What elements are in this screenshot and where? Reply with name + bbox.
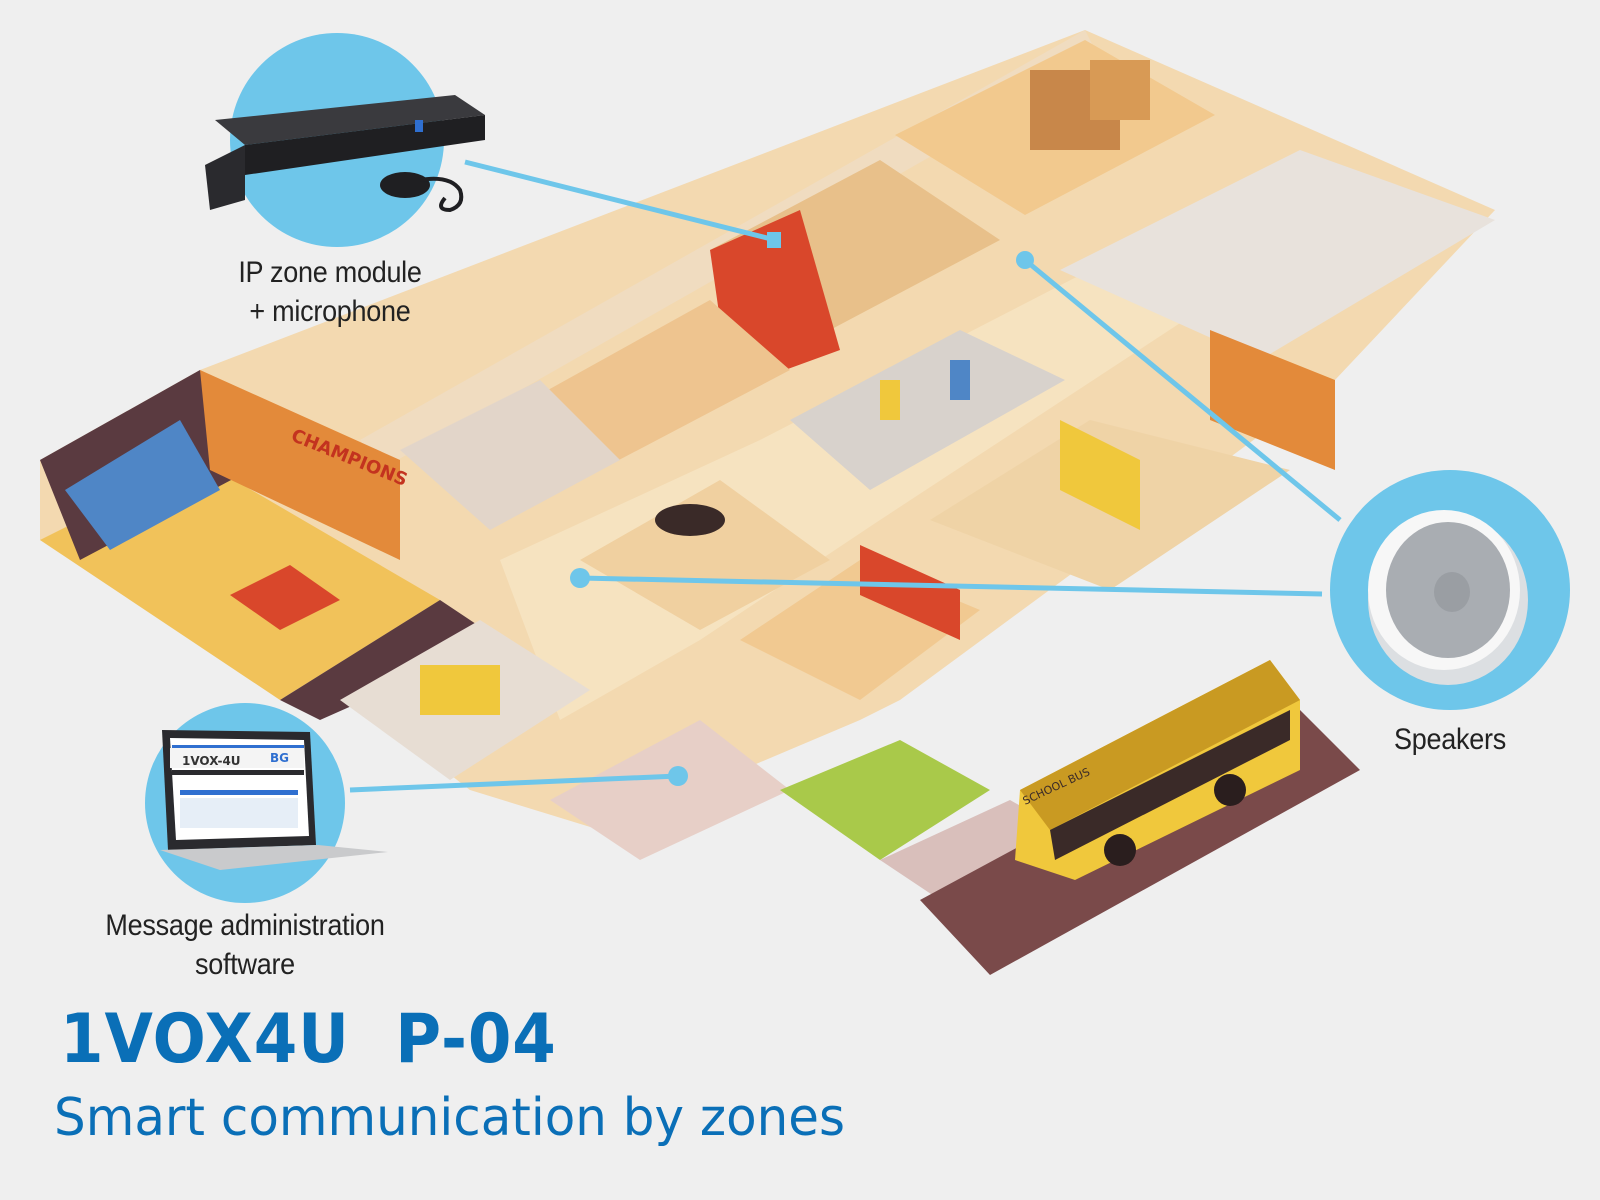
software-line bbox=[349, 773, 679, 793]
ip-module-label-line1: IP zone module bbox=[238, 256, 422, 289]
software-label: Message administration software bbox=[79, 906, 412, 984]
product-title: 1VOX4U P-04 bbox=[60, 1000, 557, 1079]
restrooms bbox=[790, 330, 1065, 490]
ip-zone-module-device bbox=[205, 95, 485, 210]
music-room bbox=[580, 480, 830, 630]
connection-point bbox=[767, 232, 781, 248]
stall bbox=[880, 380, 900, 420]
ip-module-label: IP zone module + microphone bbox=[213, 253, 447, 331]
art-red-wall bbox=[860, 545, 960, 640]
lockers bbox=[420, 665, 500, 715]
school-building: CHAMPIONS SCHOOL BUS bbox=[40, 30, 1495, 975]
chalkboard-wall bbox=[1060, 420, 1140, 530]
teacher-room bbox=[1210, 330, 1335, 470]
speaker-line-lower bbox=[579, 575, 1323, 597]
piano bbox=[655, 504, 725, 536]
software-label-line2: software bbox=[195, 948, 295, 981]
bookshelf bbox=[1090, 60, 1150, 120]
gym-edge bbox=[280, 600, 500, 720]
speaker-line-upper bbox=[1023, 258, 1342, 522]
stall bbox=[950, 360, 970, 400]
gym-court-red bbox=[230, 565, 340, 630]
connection-point bbox=[1016, 251, 1034, 269]
speakers-label: Speakers bbox=[1394, 723, 1506, 756]
laptop-logo-right: BG bbox=[270, 751, 289, 765]
connection-point bbox=[668, 766, 688, 786]
software-label-line1: Message administration bbox=[105, 909, 385, 942]
laptop-logo-left: 1VOX-4U bbox=[182, 754, 241, 768]
classroom bbox=[530, 300, 790, 470]
ip-module-label-line2: + microphone bbox=[249, 295, 411, 328]
connection-point bbox=[570, 568, 590, 588]
school-bus: SCHOOL BUS bbox=[1015, 660, 1300, 880]
staff-room bbox=[400, 380, 620, 530]
connector-lines bbox=[349, 159, 1342, 793]
cafeteria bbox=[1060, 150, 1495, 360]
planters bbox=[780, 740, 990, 860]
laptop bbox=[160, 730, 388, 870]
entrance-path bbox=[550, 720, 790, 860]
microphone-icon bbox=[380, 172, 464, 213]
module-line bbox=[464, 159, 776, 243]
speaker-icon bbox=[1368, 510, 1528, 685]
gym-wall bbox=[200, 370, 400, 560]
product-subtitle: Smart communication by zones bbox=[54, 1088, 845, 1148]
gym-seats bbox=[65, 420, 220, 550]
